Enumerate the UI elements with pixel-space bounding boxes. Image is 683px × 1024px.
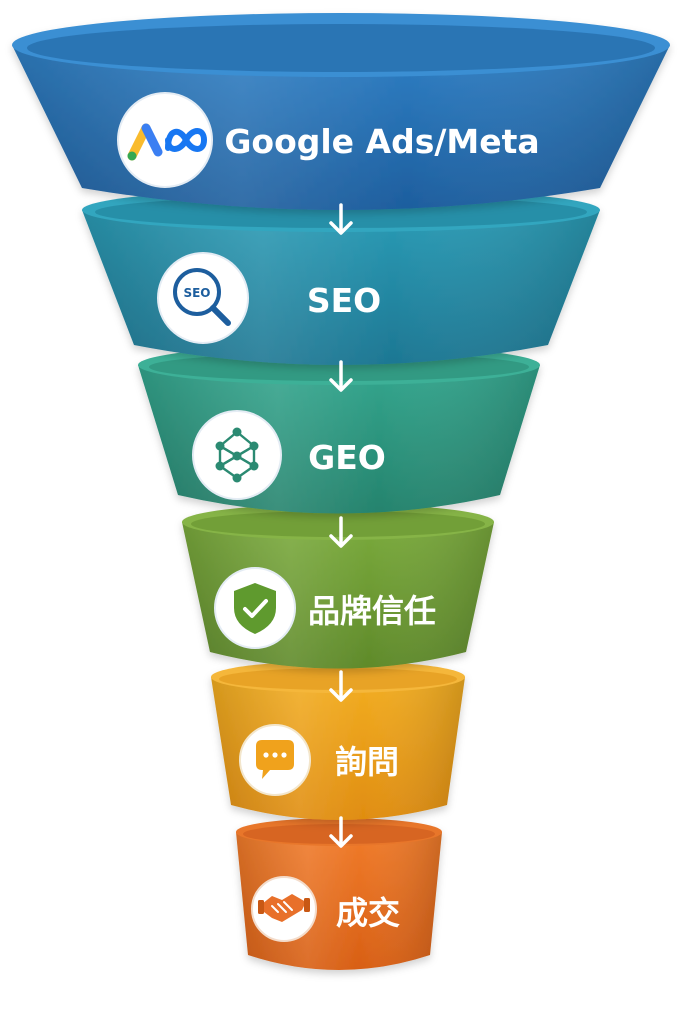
arrow-down-icon <box>329 516 353 548</box>
google-ads-meta-logo-icon <box>117 92 213 188</box>
stage-5-label: 詢問 <box>335 743 399 781</box>
stage-3-label: GEO <box>308 438 386 477</box>
stage-6-label: 成交 <box>336 894 400 932</box>
seo-magnifier-icon: SEO <box>157 252 249 344</box>
arrow-down-icon <box>329 203 353 235</box>
arrow-down-icon <box>329 670 353 702</box>
stage-2-label: SEO <box>307 281 381 320</box>
stage-1-label: Google Ads/Meta <box>224 122 539 161</box>
neural-network-icon <box>192 410 282 500</box>
svg-text:SEO: SEO <box>183 286 210 300</box>
funnel-stage-3 <box>138 345 540 514</box>
handshake-icon <box>251 876 317 942</box>
shield-check-icon <box>214 567 296 649</box>
down-arrows <box>329 203 353 848</box>
arrow-down-icon <box>329 360 353 392</box>
funnel-stage-1 <box>12 13 670 210</box>
stage-4-label: 品牌信任 <box>308 592 436 630</box>
arrow-down-icon <box>329 816 353 848</box>
chat-bubble-icon <box>239 724 311 796</box>
